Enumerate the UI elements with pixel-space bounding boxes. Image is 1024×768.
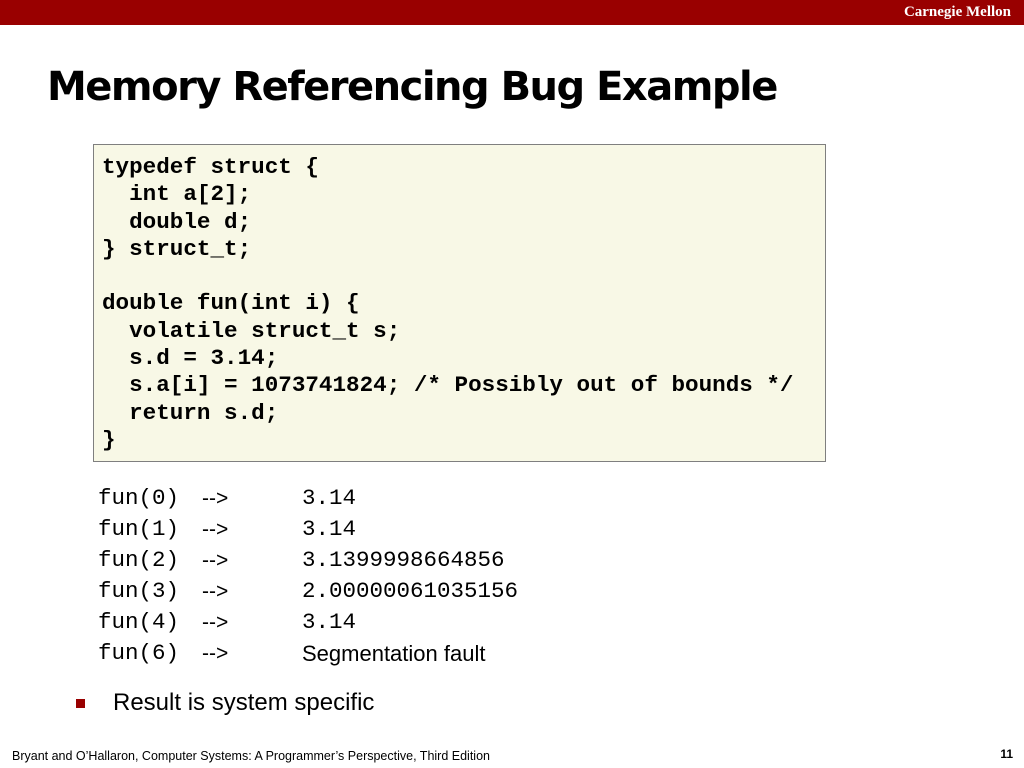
result-row: fun(3) --> 2.00000061035156: [98, 576, 698, 607]
footer-citation: Bryant and O’Hallaron, Computer Systems:…: [12, 749, 490, 763]
slide-title: Memory Referencing Bug Example: [47, 64, 778, 110]
result-value-segfault: Segmentation fault: [302, 641, 486, 666]
result-arrow: -->: [202, 580, 229, 603]
code-line: s.a[i] = 1073741824; /* Possibly out of …: [102, 372, 794, 399]
code-line: typedef struct {: [102, 154, 319, 180]
code-line: return s.d;: [102, 399, 279, 426]
header-bar: Carnegie Mellon: [0, 0, 1024, 25]
result-arrow: -->: [202, 642, 229, 665]
result-value: 3.1399998664856: [302, 547, 505, 573]
result-call: fun(2): [98, 547, 180, 573]
bullet-text: Result is system specific: [113, 689, 375, 716]
result-value: 2.00000061035156: [302, 578, 519, 604]
code-line: s.d = 3.14;: [102, 345, 279, 372]
code-line: } struct_t;: [102, 235, 252, 262]
result-call: fun(0): [98, 485, 180, 511]
page-number: 11: [1000, 747, 1013, 761]
result-call: fun(1): [98, 516, 180, 542]
code-line: double fun(int i) {: [102, 290, 360, 317]
result-arrow: -->: [202, 518, 229, 541]
code-line: [102, 263, 817, 290]
result-value: 3.14: [302, 485, 357, 511]
result-arrow: -->: [202, 611, 229, 634]
result-arrow: -->: [202, 487, 229, 510]
result-value: 3.14: [302, 516, 357, 542]
result-row: fun(4) --> 3.14: [98, 607, 698, 638]
code-line: double d;: [102, 208, 252, 235]
code-line: volatile struct_t s;: [102, 317, 401, 344]
result-arrow: -->: [202, 549, 229, 572]
code-block: typedef struct { int a[2]; double d; } s…: [93, 144, 826, 462]
result-value: 3.14: [302, 609, 357, 635]
square-bullet-icon: [76, 699, 85, 708]
result-call: fun(3): [98, 578, 180, 604]
org-label: Carnegie Mellon: [903, 4, 1011, 20]
results-list: fun(0) --> 3.14 fun(1) --> 3.14 fun(2) -…: [98, 483, 698, 669]
result-row: fun(1) --> 3.14: [98, 514, 698, 545]
result-call: fun(6): [98, 640, 180, 666]
code-line: int a[2];: [102, 181, 252, 208]
code-line: }: [102, 426, 116, 453]
result-row: fun(0) --> 3.14: [98, 483, 698, 514]
result-row: fun(2) --> 3.1399998664856: [98, 545, 698, 576]
result-call: fun(4): [98, 609, 180, 635]
result-row: fun(6) --> Segmentation fault: [98, 638, 698, 669]
